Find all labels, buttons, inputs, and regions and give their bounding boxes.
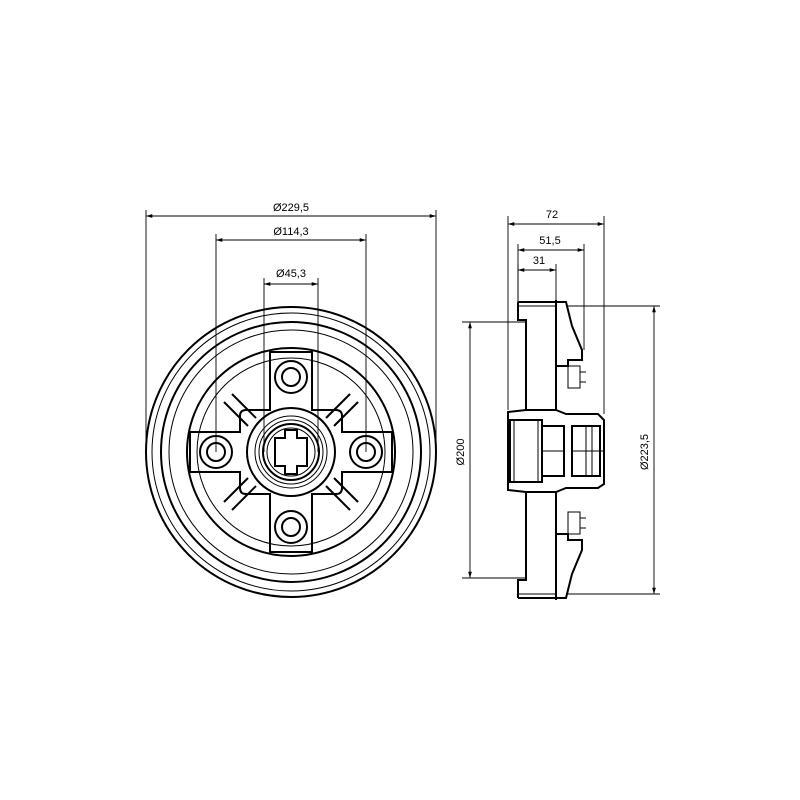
dim-drum-inner: Ø200 bbox=[455, 439, 467, 466]
dim-width-mid: 51,5 bbox=[539, 235, 560, 247]
front-view bbox=[145, 306, 437, 598]
side-dimensions: 72 51,5 31 Ø200 Ø223,5 bbox=[455, 209, 660, 595]
dim-width-total: 72 bbox=[546, 209, 558, 221]
dim-width-inner: 31 bbox=[533, 255, 545, 267]
side-view bbox=[507, 300, 605, 600]
dim-outer-diameter: Ø229,5 bbox=[273, 202, 309, 214]
bolt-holes bbox=[199, 360, 383, 544]
spokes bbox=[223, 393, 359, 511]
dim-drum-outer: Ø223,5 bbox=[639, 434, 651, 470]
front-dimensions: Ø229,5 Ø114,3 Ø45,3 bbox=[145, 202, 437, 452]
dim-bolt-circle: Ø114,3 bbox=[273, 226, 308, 238]
dim-center-bore: Ø45,3 bbox=[276, 268, 306, 280]
